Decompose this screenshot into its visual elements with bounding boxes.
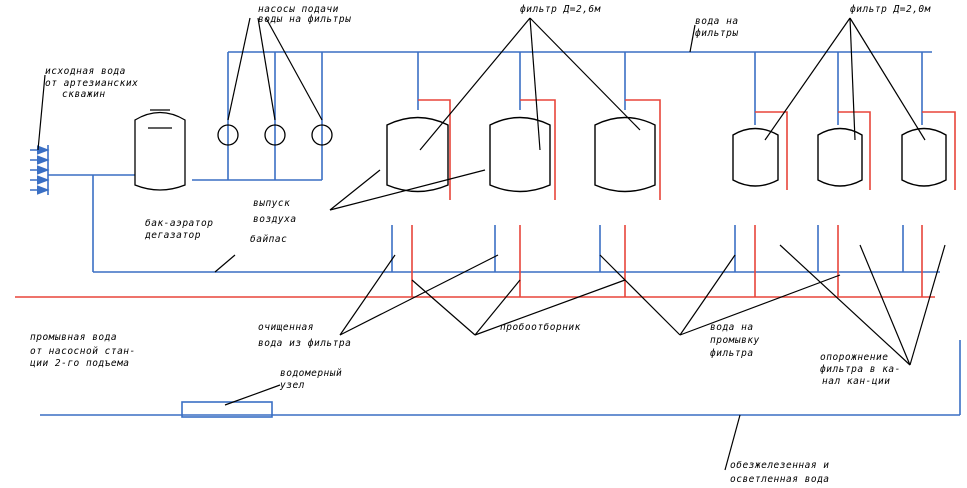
leader-lines <box>37 17 946 471</box>
label-filter-1: фильтр Д=2,6м <box>520 4 601 15</box>
label-source-water: исходная вода <box>45 66 126 77</box>
label-tank-2: дегазатор <box>144 230 201 241</box>
label-filter-2: фильтр Д=2,0м <box>850 4 931 15</box>
label-air-release-2: воздуха <box>253 214 297 225</box>
label-wash-to-3: фильтра <box>710 348 754 359</box>
label-drain-3: нал кан-ции <box>822 376 890 387</box>
label-meter-2: узел <box>279 380 305 391</box>
filters <box>386 116 947 193</box>
label-pumps: насосы подачи <box>258 4 339 15</box>
blue-piping <box>30 51 961 418</box>
label-source-water-3: скважин <box>62 89 106 100</box>
label-output: обезжелезенная и <box>730 460 830 471</box>
label-meter: водомерный <box>280 368 342 379</box>
label-air-release: выпуск <box>253 198 290 209</box>
label-output-2: осветленная вода <box>730 474 830 485</box>
label-water-to-filters-2: фильтры <box>695 28 739 39</box>
label-wash-to-2: промывку <box>710 335 760 346</box>
label-wash-water-3: ции 2-го подъема <box>30 358 130 369</box>
label-wash-to: вода на <box>710 322 754 333</box>
label-purified-2: вода из фильтра <box>258 338 351 349</box>
label-wash-water-2: от насосной стан- <box>30 346 136 357</box>
label-drain-2: фильтра в ка- <box>820 364 901 375</box>
aerator-tank <box>134 109 186 191</box>
label-source-water-2: от артезианских <box>45 78 138 89</box>
label-tank: бак-аэратор <box>145 218 213 229</box>
red-piping <box>15 99 956 298</box>
label-drain: опорожнение <box>820 352 888 363</box>
label-sampler: пробоотборник <box>500 322 581 333</box>
label-wash-water: промывная вода <box>30 332 117 343</box>
pumps <box>217 124 333 146</box>
label-water-to-filters: вода на <box>695 16 739 27</box>
label-purified: очищенная <box>258 322 314 333</box>
label-bypass: байпас <box>250 234 287 245</box>
label-pumps-2: воды на фильтры <box>258 14 351 25</box>
